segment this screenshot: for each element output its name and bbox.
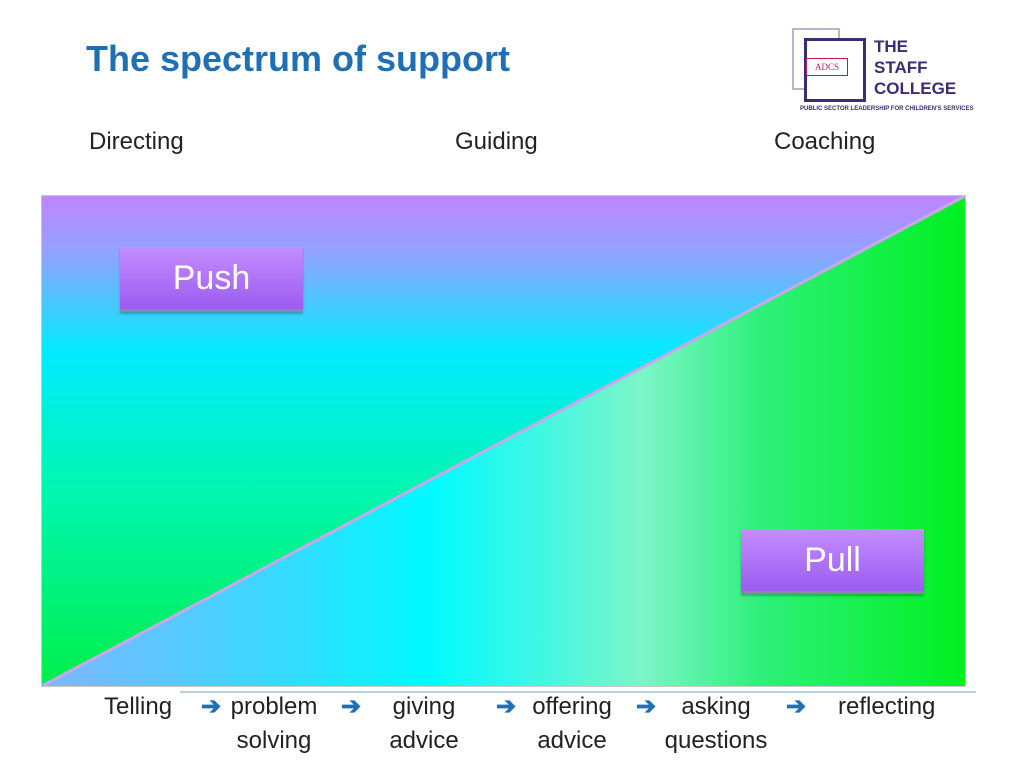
diagonal-divider (42, 196, 965, 686)
push-box: Push (120, 247, 303, 312)
adcs-badge: ADCS (806, 58, 848, 76)
step-line-1: problem (230, 693, 318, 720)
step-giving-advice: giving advice (376, 690, 472, 758)
push-pull-diagram (41, 195, 966, 687)
step-line-2: questions (664, 727, 768, 754)
arrow-icon: ➔ (341, 693, 362, 720)
arrow-icon: ➔ (636, 693, 657, 720)
staff-college-logo: ADCS THE STAFF COLLEGE PUBLIC SECTOR LEA… (790, 28, 990, 118)
arrow-icon: ➔ (201, 693, 222, 720)
step-line-1: giving (392, 693, 456, 720)
label-directing: Directing (89, 128, 184, 155)
step-line-1: offering (532, 693, 612, 720)
step-line-2: solving (236, 727, 312, 754)
step-asking-questions: asking questions (656, 690, 776, 758)
step-telling: Telling (104, 690, 172, 724)
step-problem-solving: problem solving (222, 690, 326, 758)
steps-divider (180, 691, 976, 693)
step-offering-advice: offering advice (522, 690, 622, 758)
label-guiding: Guiding (455, 128, 538, 155)
step-line-1: reflecting (838, 693, 936, 720)
label-coaching: Coaching (774, 128, 876, 155)
logo-line-1: THE (874, 37, 908, 56)
spectrum-triangles (42, 196, 965, 686)
step-line-1: Telling (104, 693, 173, 720)
page-title: The spectrum of support (86, 38, 511, 79)
step-line-2: advice (389, 727, 459, 754)
arrow-icon: ➔ (496, 693, 517, 720)
step-line-1: asking (681, 693, 751, 720)
logo-wordmark: THE STAFF COLLEGE (874, 36, 956, 99)
pull-box: Pull (741, 529, 924, 594)
logo-line-3: COLLEGE (874, 79, 957, 98)
logo-line-2: STAFF (874, 58, 928, 77)
logo-tagline: PUBLIC SECTOR LEADERSHIP FOR CHILDREN'S … (800, 106, 974, 112)
arrow-icon: ➔ (786, 693, 807, 720)
step-reflecting: reflecting (838, 690, 935, 724)
step-line-2: advice (537, 727, 607, 754)
